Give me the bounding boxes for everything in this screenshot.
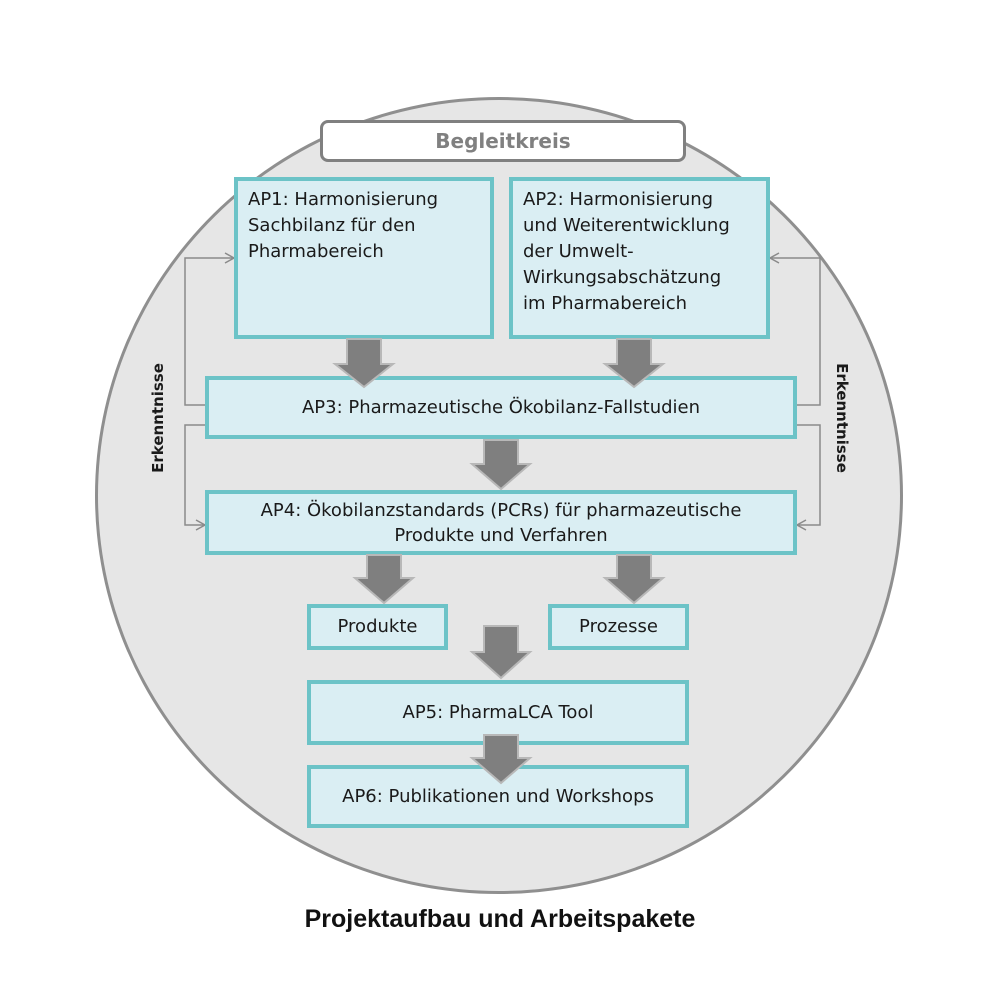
produkte-box: Produkte — [307, 604, 448, 650]
arrow-ap2-to-ap3 — [602, 338, 666, 389]
begleitkreis-box: Begleitkreis — [320, 120, 686, 162]
arrow-ap1-to-ap3 — [332, 338, 396, 389]
erkenntnisse-right-label: Erkenntnisse — [833, 363, 851, 473]
right-feedback-arrows — [768, 252, 821, 531]
arrow-to-ap5 — [469, 625, 533, 680]
diagram-title: Projektaufbau und Arbeitspakete — [304, 905, 696, 933]
ap4-box: AP4: Ökobilanzstandards (PCRs) für pharm… — [205, 490, 797, 555]
left-feedback-arrows — [184, 252, 236, 531]
ap3-box: AP3: Pharmazeutische Ökobilanz-Fallstudi… — [205, 376, 797, 439]
arrow-ap3-to-ap4 — [469, 439, 533, 491]
arrow-ap4-to-prozesse — [602, 554, 666, 605]
flow-arrows — [332, 338, 666, 785]
ap2-box: AP2: Harmonisierung und Weiterentwicklun… — [509, 177, 770, 339]
arrow-ap5-to-ap6 — [469, 734, 533, 785]
arrow-ap4-to-produkte — [352, 554, 416, 605]
erkenntnisse-left-label: Erkenntnisse — [149, 363, 167, 473]
prozesse-box: Prozesse — [548, 604, 689, 650]
ap1-box: AP1: Harmonisierung Sachbilanz für den P… — [234, 177, 494, 339]
